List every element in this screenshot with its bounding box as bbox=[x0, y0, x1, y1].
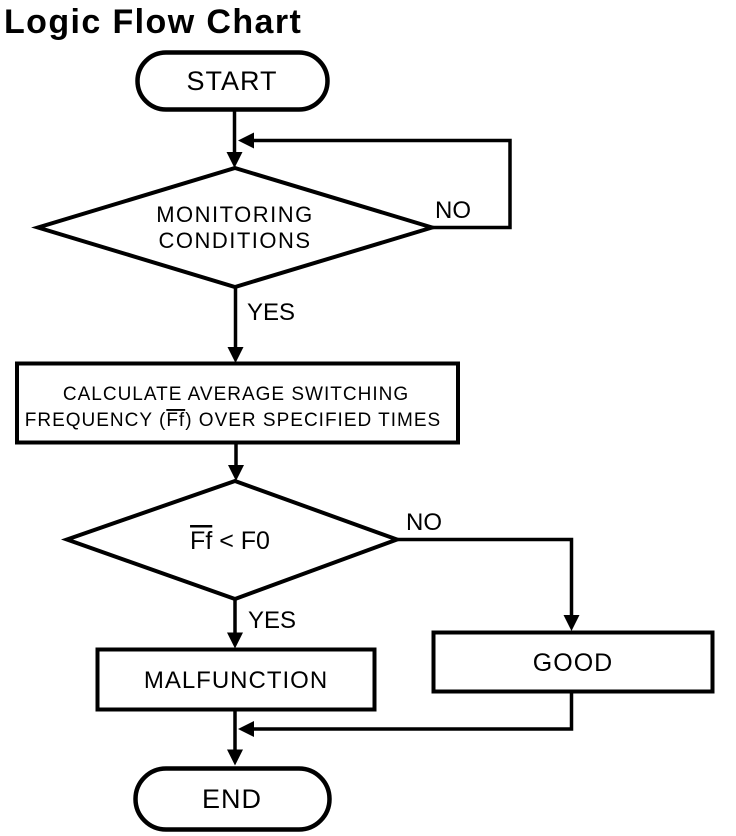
monitoring-label-line1: MONITORING bbox=[156, 202, 314, 227]
threshold-label-ff-overlined: Ff bbox=[190, 527, 212, 555]
calculate-label-line2-pre: FREQUENCY ( bbox=[25, 410, 167, 431]
monitoring-label-line2: CONDITIONS bbox=[158, 228, 311, 253]
edge-label-monitoring-no: NO bbox=[435, 197, 471, 224]
arrowhead-into-good bbox=[563, 615, 580, 631]
start-node-label: START bbox=[186, 66, 277, 96]
arrowhead-into-malfunction bbox=[227, 632, 243, 649]
start-node bbox=[135, 50, 330, 112]
page-title: Logic Flow Chart bbox=[4, 3, 302, 41]
threshold-label-rest: < F0 bbox=[212, 527, 270, 555]
malfunction-process-node bbox=[95, 647, 377, 712]
edge-label-monitoring-yes: YES bbox=[247, 299, 295, 326]
edge-monitoring-no-loop bbox=[252, 138, 512, 230]
arrowhead-into-end bbox=[227, 749, 243, 766]
arrowhead-merge-from-good bbox=[238, 721, 254, 737]
threshold-label: Ff < F0 bbox=[190, 527, 270, 555]
edge-label-threshold-no: NO bbox=[406, 509, 442, 536]
edge-label-threshold-yes: YES bbox=[248, 607, 296, 634]
calculate-label-line2-post: ) OVER SPECIFIED TIMES bbox=[185, 410, 441, 431]
calculate-process-node bbox=[15, 361, 460, 445]
end-node bbox=[133, 766, 332, 832]
malfunction-node-label: MALFUNCTION bbox=[144, 667, 328, 694]
arrowhead-into-calculate bbox=[227, 347, 244, 363]
arrowhead-no-loop-return bbox=[238, 132, 254, 149]
arrowhead-into-monitoring bbox=[226, 152, 243, 168]
good-node-label: GOOD bbox=[533, 649, 613, 677]
calculate-label-line1: CALCULATE AVERAGE SWITCHING bbox=[63, 384, 409, 405]
calculate-label-line2: FREQUENCY (Ff) OVER SPECIFIED TIMES bbox=[25, 410, 441, 431]
edge-good-to-merge bbox=[254, 691, 574, 731]
calculate-label-ff-overlined: Ff bbox=[166, 410, 185, 431]
end-node-label: END bbox=[202, 784, 262, 814]
arrowhead-into-threshold bbox=[228, 465, 244, 481]
edge-threshold-no-to-good bbox=[397, 537, 574, 617]
